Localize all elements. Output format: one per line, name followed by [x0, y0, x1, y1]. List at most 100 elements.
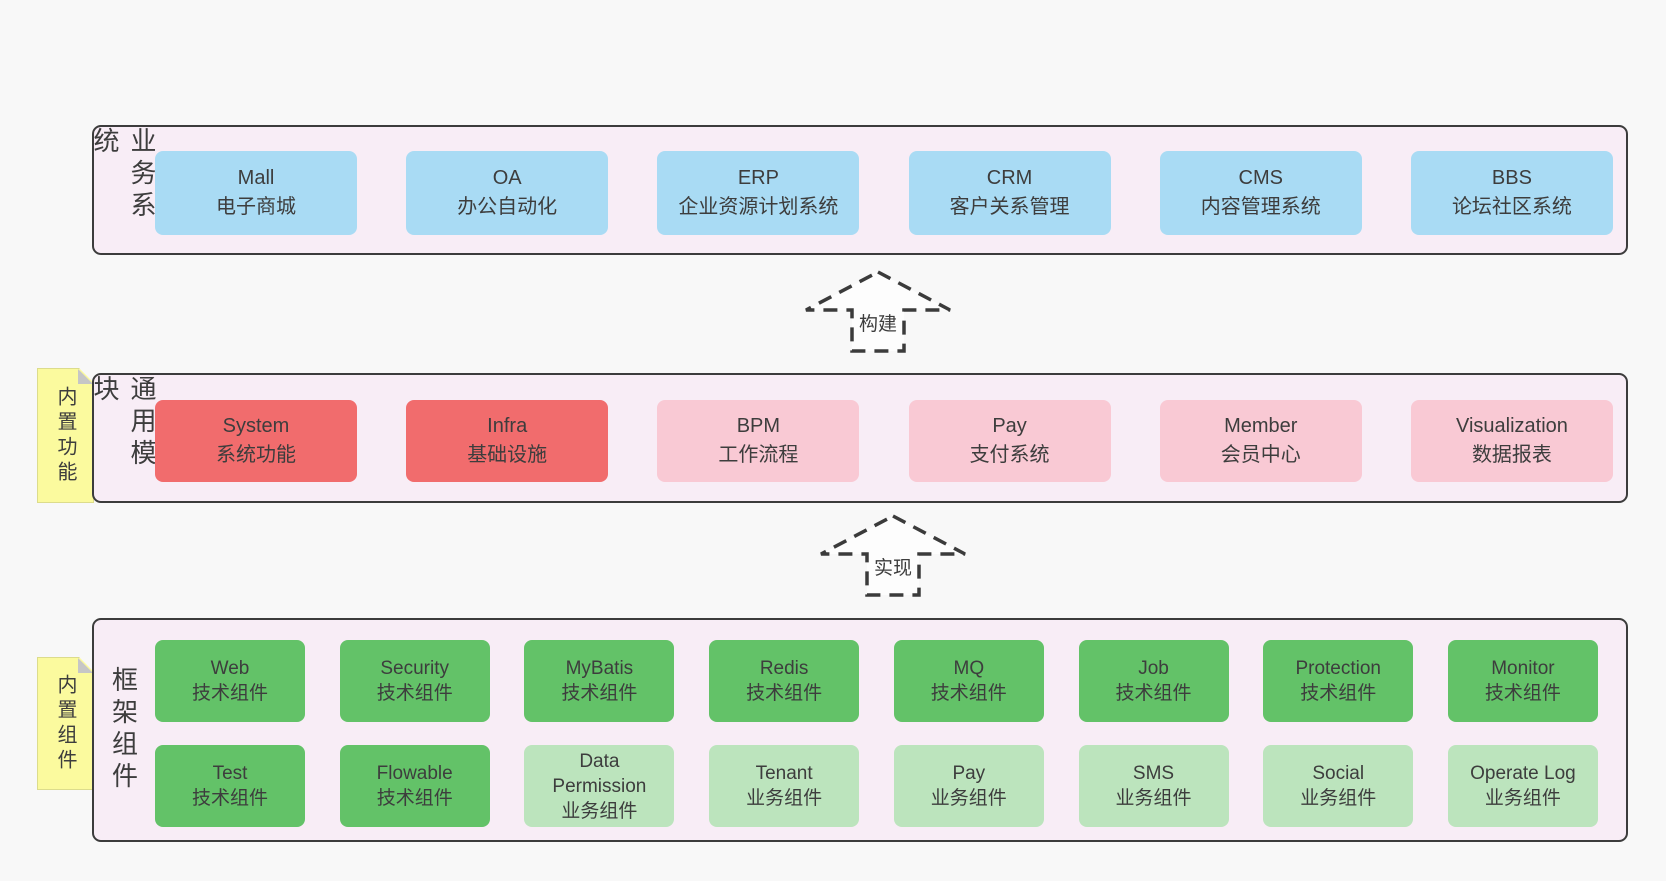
box-title: Protection — [1295, 658, 1381, 679]
box-subtitle: 系统功能 — [216, 444, 296, 466]
box-title: Monitor — [1491, 658, 1555, 679]
box-subtitle: 技术组件 — [1484, 683, 1561, 704]
box-cms: CMS 内容管理系统 — [1159, 151, 1362, 235]
box-title: CMS — [1238, 167, 1283, 189]
business-systems-label: 业务系统 — [90, 127, 157, 223]
box-sms: SMS 业务组件 — [1078, 745, 1229, 827]
box-title: Social — [1312, 763, 1365, 784]
framework-components-label: 框架组件 — [108, 666, 139, 794]
box-job: Job 技术组件 — [1078, 640, 1229, 722]
box-pay-component: Pay 业务组件 — [893, 745, 1044, 827]
box-flowable: Flowable 技术组件 — [339, 745, 490, 827]
box-operate-log: Operate Log 业务组件 — [1447, 745, 1598, 827]
box-mq: MQ 技术组件 — [893, 640, 1044, 722]
box-subtitle: 业务组件 — [746, 788, 823, 809]
box-title: OA — [492, 167, 522, 189]
box-member: Member 会员中心 — [1159, 400, 1362, 482]
box-subtitle: 内容管理系统 — [1200, 196, 1321, 218]
box-subtitle: 企业资源计划系统 — [678, 196, 839, 218]
box-data-permission: Data Permission 业务组件 — [524, 745, 675, 827]
box-title: Operate Log — [1470, 763, 1576, 784]
common-modules-label: 通用模块 — [90, 375, 157, 471]
box-title: BBS — [1491, 167, 1532, 189]
box-test: Test 技术组件 — [155, 745, 305, 827]
box-oa: OA 办公自动化 — [406, 151, 609, 235]
box-subtitle: 业务组件 — [1115, 788, 1192, 809]
box-subtitle: 技术组件 — [561, 683, 638, 704]
box-title: Test — [212, 763, 248, 784]
box-tenant: Tenant 业务组件 — [709, 745, 860, 827]
box-title: Flowable — [376, 763, 453, 784]
framework-boxes-row-2: Test 技术组件 Flowable 技术组件 Data Permission … — [155, 745, 1598, 827]
note-text-wrap: 内置功能 — [38, 369, 93, 502]
box-mall: Mall 电子商城 — [155, 151, 357, 235]
box-bpm: BPM 工作流程 — [657, 400, 860, 482]
arrow-label: 构建 — [855, 309, 901, 336]
note-label: 内置功能 — [54, 385, 76, 486]
panel-side-label-wrap: 业务系统 — [90, 127, 157, 253]
box-title: Redis — [759, 658, 809, 679]
box-web: Web 技术组件 — [155, 640, 305, 722]
box-title: Security — [380, 658, 450, 679]
box-redis: Redis 技术组件 — [709, 640, 860, 722]
note-label: 内置组件 — [54, 673, 76, 774]
sticky-note-builtin-features: 内置功能 — [37, 368, 94, 503]
box-title: MQ — [953, 658, 985, 679]
box-title: Pay — [952, 763, 986, 784]
box-title: Member — [1224, 415, 1298, 437]
box-subtitle: 业务组件 — [1300, 788, 1377, 809]
box-subtitle: 技术组件 — [930, 683, 1007, 704]
box-title: Infra — [487, 415, 528, 437]
box-subtitle: 技术组件 — [746, 683, 823, 704]
sticky-note-builtin-components: 内置组件 — [37, 657, 94, 790]
box-title: BPM — [736, 415, 781, 437]
box-protection: Protection 技术组件 — [1263, 640, 1414, 722]
box-title: System — [222, 415, 290, 437]
box-subtitle: 支付系统 — [969, 444, 1050, 466]
box-subtitle: 业务组件 — [930, 788, 1007, 809]
box-social: Social 业务组件 — [1263, 745, 1414, 827]
box-bbs: BBS 论坛社区系统 — [1410, 151, 1613, 235]
box-erp: ERP 企业资源计划系统 — [657, 151, 860, 235]
box-title: CRM — [986, 167, 1033, 189]
box-title: Pay — [992, 415, 1027, 437]
box-title: Mall — [237, 167, 275, 189]
box-subtitle: 会员中心 — [1220, 444, 1301, 466]
box-infra: Infra 基础设施 — [406, 400, 609, 482]
box-title: Job — [1138, 658, 1169, 679]
box-pay-module: Pay 支付系统 — [908, 400, 1111, 482]
framework-boxes-row-1: Web 技术组件 Security 技术组件 MyBatis 技术组件 Redi… — [155, 640, 1598, 722]
box-mybatis: MyBatis 技术组件 — [524, 640, 675, 722]
box-title: SMS — [1132, 763, 1175, 784]
box-subtitle: 电子商城 — [216, 196, 296, 218]
box-subtitle: 基础设施 — [467, 444, 548, 466]
box-system: System 系统功能 — [155, 400, 357, 482]
framework-components-panel: 框架组件 Web 技术组件 Security 技术组件 MyBatis 技术组件… — [92, 618, 1628, 842]
box-visualization: Visualization 数据报表 — [1410, 400, 1613, 482]
box-subtitle: 技术组件 — [191, 683, 268, 704]
box-title: Web — [210, 658, 250, 679]
box-subtitle: 技术组件 — [376, 683, 453, 704]
box-crm: CRM 客户关系管理 — [908, 151, 1111, 235]
box-title: Data Permission — [552, 750, 647, 797]
box-subtitle: 业务组件 — [561, 800, 638, 822]
box-subtitle: 技术组件 — [376, 788, 453, 809]
box-title: ERP — [737, 167, 779, 189]
business-systems-panel: 业务系统 Mall 电子商城 OA 办公自动化 ERP 企业资源计划系统 CRM… — [90, 125, 1628, 255]
box-title: MyBatis — [565, 658, 634, 679]
box-subtitle: 技术组件 — [1115, 683, 1192, 704]
box-subtitle: 业务组件 — [1484, 788, 1561, 809]
box-subtitle: 办公自动化 — [457, 196, 558, 218]
arrow-label: 实现 — [870, 553, 916, 580]
box-subtitle: 工作流程 — [718, 444, 799, 466]
implement-arrow: 实现 — [818, 511, 968, 599]
box-subtitle: 论坛社区系统 — [1451, 196, 1572, 218]
panel-side-label-wrap: 通用模块 — [90, 375, 157, 501]
panel-side-label-wrap: 框架组件 — [102, 620, 146, 840]
box-security: Security 技术组件 — [339, 640, 490, 722]
box-monitor: Monitor 技术组件 — [1447, 640, 1598, 722]
module-boxes-row: System 系统功能 Infra 基础设施 BPM 工作流程 Pay 支付系统… — [155, 400, 1613, 482]
box-subtitle: 数据报表 — [1471, 444, 1552, 466]
build-arrow: 构建 — [803, 267, 953, 355]
common-modules-panel: 通用模块 System 系统功能 Infra 基础设施 BPM 工作流程 Pay… — [90, 373, 1628, 503]
